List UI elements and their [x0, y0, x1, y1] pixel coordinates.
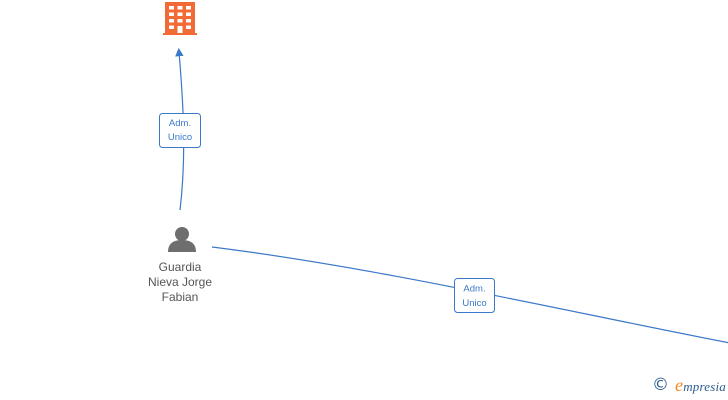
edge-label-2-line-2: Unico — [462, 298, 486, 309]
person-label-line-2: Nieva Jorge — [148, 275, 212, 289]
brand-logo: empresia — [675, 375, 726, 396]
person-node[interactable]: Guardia Nieva Jorge Fabian — [148, 227, 212, 304]
watermark: © empresia — [652, 375, 726, 396]
edge-label-1-line-1: Adm. — [169, 118, 191, 129]
edge-label-1-line-2: Unico — [168, 132, 192, 143]
edge-label-2[interactable]: Adm. Unico — [454, 278, 495, 313]
edge-label-2-line-1: Adm. — [463, 284, 485, 295]
brand-initial: e — [674, 375, 684, 395]
company-node[interactable] — [163, 2, 197, 35]
edge-label-1[interactable]: Adm. Unico — [159, 113, 201, 148]
person-icon — [168, 227, 196, 252]
brand-rest: mpresia — [683, 379, 726, 394]
copyright-icon: © — [651, 375, 669, 395]
building-icon — [163, 2, 197, 35]
person-label-line-1: Guardia — [159, 260, 202, 274]
person-label-line-3: Fabian — [162, 290, 199, 304]
